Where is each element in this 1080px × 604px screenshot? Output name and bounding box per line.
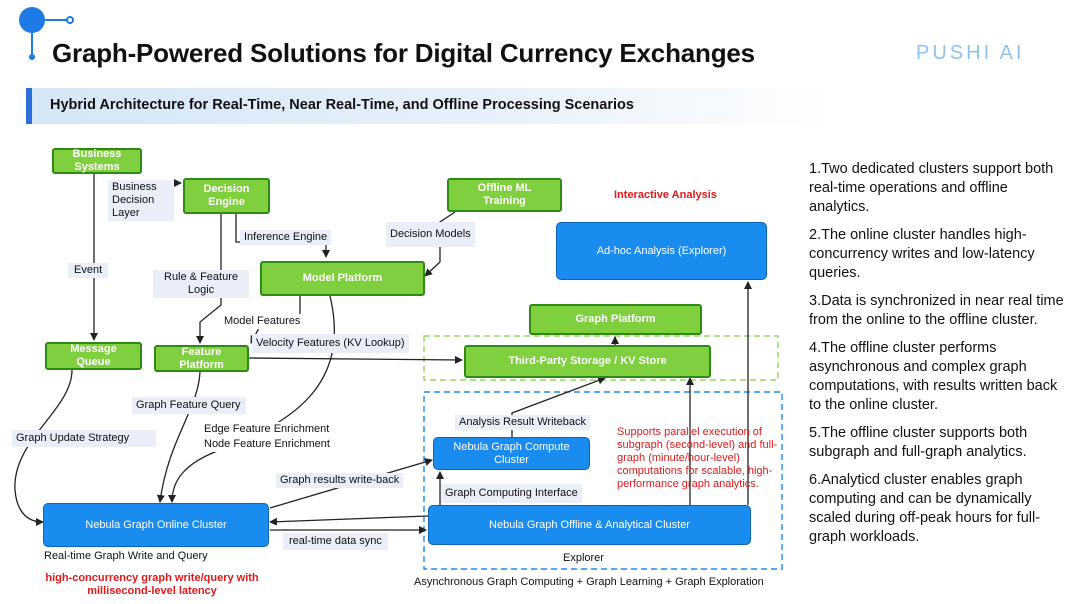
adhoc-analysis-box: Ad-hoc Analysis (Explorer): [556, 222, 767, 280]
note-4: 4.The offline cluster performs asynchron…: [809, 340, 1058, 413]
third-party-storage-box: Third-Party Storage / KV Store: [464, 345, 711, 378]
offline-ml-training-box: Offline ML Training: [447, 178, 562, 212]
high-concurrency-line-2: millisecond-level latency: [87, 585, 217, 597]
edge-graph-feature-query: [156, 371, 201, 503]
node-feature-enrichment-label: Node Feature Enrichment: [200, 437, 334, 452]
note-1: 1.Two dedicated clusters support both re…: [809, 161, 1054, 215]
high-concurrency-line-1: high-concurrency graph write/query with: [45, 572, 259, 584]
page-title: Graph-Powered Solutions for Digital Curr…: [52, 38, 755, 68]
graph-feature-query-label: Graph Feature Query: [132, 397, 246, 414]
velocity-features-label: Velocity Features (KV Lookup): [252, 334, 409, 353]
rule-feature-logic-label: Rule & Feature Logic: [153, 270, 249, 298]
event-label: Event: [68, 263, 109, 278]
model-platform-box: Model Platform: [260, 261, 425, 296]
offline-zone-frame: [423, 391, 783, 570]
offline-cluster-box: Nebula Graph Offline & Analytical Cluste…: [428, 505, 751, 545]
edge-graph-update: [14, 369, 73, 526]
decision-engine-box: Decision Engine: [183, 178, 270, 214]
business-systems-box: Business Systems: [52, 148, 142, 174]
model-features-label: Model Features: [220, 314, 305, 329]
edge-feature-enrichment-label: Edge Feature Enrichment: [200, 422, 334, 437]
message-queue-box: Message Queue: [45, 342, 142, 370]
feature-platform-box: Feature Platform: [154, 345, 249, 372]
decision-models-label: Decision Models: [386, 222, 475, 247]
edge-velocity-features: [248, 355, 463, 364]
note-2: 2.The online cluster handles high-concur…: [809, 227, 1035, 281]
subtitle-band: [26, 88, 832, 124]
online-cluster-box: Nebula Graph Online Cluster: [43, 503, 269, 547]
business-decision-layer-label: Business Decision Layer: [108, 180, 174, 221]
parallel-execution-line-4: computations for scalable, high-: [617, 465, 773, 477]
note-3: 3.Data is synchronized in near real time…: [809, 293, 1064, 328]
notes-panel: 1.Two dedicated clusters support both re…: [809, 160, 1071, 556]
graph-results-writeback-label: Graph results write-back: [276, 473, 404, 488]
parallel-execution-line-3: graph (minute/hour-level): [617, 452, 740, 464]
realtime-write-query-label: Real-time Graph Write and Query: [44, 550, 208, 562]
async-computing-label: Asynchronous Graph Computing + Graph Lea…: [414, 576, 764, 588]
parallel-execution-line-2: subgraph (second-level) and full-: [617, 439, 778, 451]
compute-cluster-box: Nebula Graph Compute Cluster: [433, 437, 590, 470]
brand-logo-text: PUSHI AI: [916, 42, 1025, 64]
note-5: 5.The offline cluster supports both subg…: [809, 425, 1028, 460]
graph-update-strategy-label: Graph Update Strategy: [12, 430, 156, 447]
graph-platform-box: Graph Platform: [529, 304, 702, 335]
realtime-data-sync-label: real-time data sync: [283, 533, 388, 550]
analysis-result-writeback-label: Analysis Result Writeback: [455, 415, 590, 430]
logo-dots-icon: [19, 7, 74, 60]
parallel-execution-line-1: Supports parallel execution of: [617, 426, 762, 438]
edge-offline-to-online: [269, 515, 429, 526]
interactive-analysis-label: Interactive Analysis: [614, 189, 717, 201]
graph-computing-interface-label: Graph Computing Interface: [441, 484, 582, 503]
inference-engine-label: Inference Engine: [240, 230, 332, 245]
note-6: 6.Analyticd cluster enables graph comput…: [809, 472, 1041, 545]
explorer-label: Explorer: [563, 552, 604, 564]
parallel-execution-line-5: performance graph analytics.: [617, 478, 759, 490]
page-subtitle: Hybrid Architecture for Real-Time, Near …: [50, 97, 634, 113]
edge-rule-feature: [196, 214, 222, 344]
